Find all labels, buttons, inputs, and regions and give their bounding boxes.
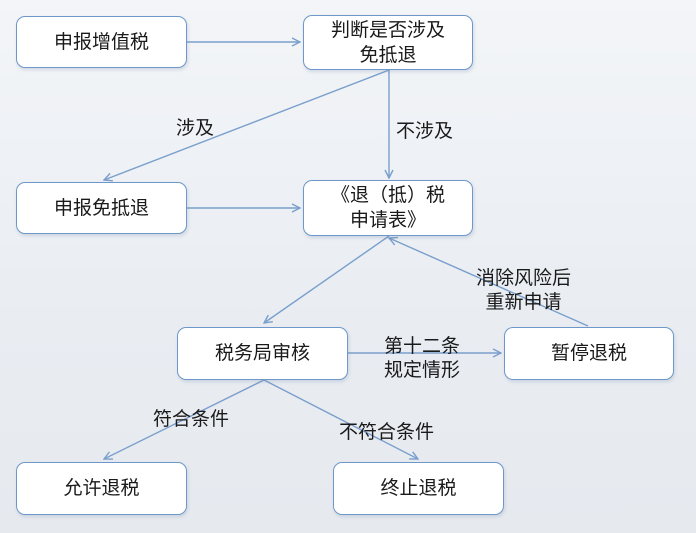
arrow-suspend-to-form bbox=[389, 238, 589, 327]
node-suspend-refund: 暂停退税 bbox=[504, 327, 674, 380]
node-refund-form: 《退（抵）税 申请表》 bbox=[303, 180, 473, 236]
edge-label-involves: 涉及 bbox=[176, 117, 215, 139]
node-tax-review: 税务局审核 bbox=[177, 327, 348, 380]
edge-label-article12: 第十二条 规定情形 bbox=[384, 335, 461, 381]
edge-label-ineligible: 不符合条件 bbox=[339, 421, 435, 443]
arrow-judge-to-exempt bbox=[104, 69, 390, 180]
node-terminate-refund: 终止退税 bbox=[333, 462, 504, 515]
node-judge-exempt: 判断是否涉及 免抵退 bbox=[303, 15, 473, 70]
edge-label-eligible: 符合条件 bbox=[153, 408, 230, 430]
node-declare-vat: 申报增值税 bbox=[16, 16, 187, 68]
node-allow-refund: 允许退税 bbox=[16, 462, 187, 515]
arrow-review-to-allow bbox=[104, 379, 265, 459]
edge-label-reapply: 消除风险后 重新申请 bbox=[476, 267, 572, 313]
edge-label-not-involves: 不涉及 bbox=[396, 120, 454, 142]
arrow-review-to-terminate bbox=[263, 379, 418, 459]
node-declare-exempt: 申报免抵退 bbox=[16, 182, 187, 234]
arrow-form-to-review bbox=[264, 235, 390, 323]
